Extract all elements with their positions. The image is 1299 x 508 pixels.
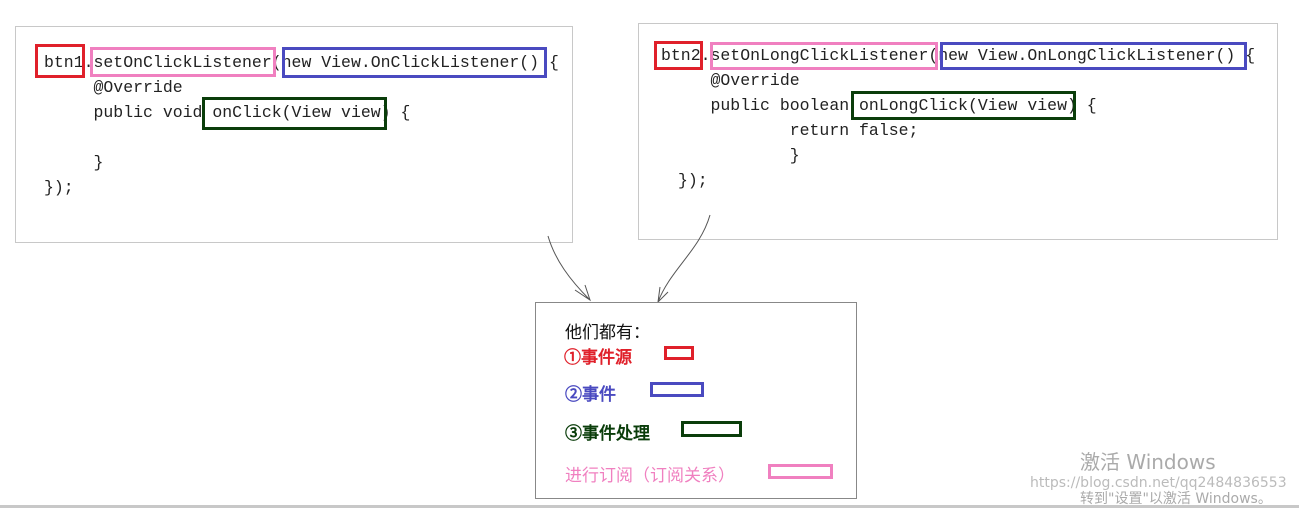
legend-item-subscribe: 进行订阅（订阅关系） bbox=[565, 466, 735, 486]
legend-swatch-pink bbox=[768, 464, 833, 479]
handler-highlight bbox=[851, 91, 1076, 120]
code-line: return false; bbox=[661, 121, 919, 140]
code-line: @Override bbox=[44, 78, 183, 97]
code-line: }); bbox=[678, 171, 708, 190]
csdn-url-watermark: https://blog.csdn.net/qq2484836553 bbox=[1030, 475, 1287, 491]
arrow-left bbox=[547, 235, 591, 302]
subscribe-highlight bbox=[90, 47, 276, 77]
right-code: btn2.setOnLongClickListener(new View.OnL… bbox=[661, 43, 1255, 193]
legend-item-event: ②事件 bbox=[565, 385, 616, 405]
code-line: btn1.setOnClickListener(new View.OnClick… bbox=[44, 53, 559, 72]
code-line: public void onClick(View view) { bbox=[44, 103, 411, 122]
subscribe-highlight bbox=[710, 42, 938, 70]
code-line: }); bbox=[44, 178, 74, 197]
handler-highlight bbox=[202, 97, 387, 130]
legend-item-event-source: ①事件源 bbox=[564, 348, 632, 368]
legend-swatch-red bbox=[664, 346, 694, 360]
right-code-panel bbox=[638, 23, 1278, 240]
event-highlight bbox=[282, 47, 547, 78]
code-line: } bbox=[661, 146, 800, 165]
event-highlight bbox=[940, 42, 1247, 70]
legend-swatch-green bbox=[681, 421, 742, 437]
legend-title: 他们都有： bbox=[565, 323, 650, 343]
legend-item-handler: ③事件处理 bbox=[565, 424, 650, 444]
code-line: public boolean onLongClick(View view) { bbox=[661, 96, 1097, 115]
event-source-highlight bbox=[654, 41, 703, 70]
activate-windows-subtext: 转到"设置"以激活 Windows。 bbox=[1080, 491, 1272, 507]
bottom-bar bbox=[0, 505, 1299, 508]
legend-swatch-blue bbox=[650, 382, 704, 397]
code-line: btn2.setOnLongClickListener(new View.OnL… bbox=[661, 46, 1256, 65]
code-line: @Override bbox=[661, 71, 800, 90]
left-code-panel bbox=[15, 26, 573, 243]
left-code: btn1.setOnClickListener(new View.OnClick… bbox=[44, 50, 559, 200]
activate-windows-text: 激活 Windows bbox=[1080, 450, 1216, 474]
event-source-highlight bbox=[35, 44, 85, 78]
code-line: } bbox=[44, 153, 104, 172]
